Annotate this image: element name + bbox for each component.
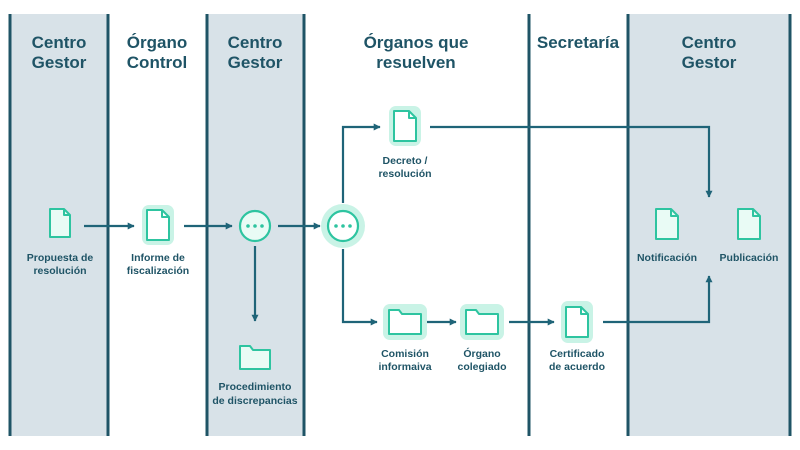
lane-6-background [628,14,790,436]
node-decision-1[interactable] [238,209,272,243]
document-icon [49,208,71,238]
arrow-certificado-to-gestor [603,275,713,324]
document-icon [393,110,417,142]
document-icon [655,208,679,240]
node-notificacion-label: Notificación [637,252,697,264]
more-dots-icon [326,209,360,243]
more-dots-icon [238,209,272,243]
document-icon [146,209,170,241]
node-publicacion[interactable]: Publicación [720,208,779,264]
folder-icon [388,309,422,335]
node-decision-2[interactable] [321,204,365,248]
folder-icon [239,345,271,370]
node-decreto[interactable]: Decreto /resolución [378,106,432,180]
node-notificacion[interactable]: Notificación [637,208,697,264]
node-publicacion-label: Publicación [720,252,779,264]
folder-icon [465,309,499,335]
node-decreto-label: Decreto /resolución [378,155,431,180]
connectors [84,123,713,326]
arrow-decreto-to-gestor [430,125,713,198]
arrow-decision-to-comision [341,249,378,326]
arrow-decision-to-decreto [341,123,381,203]
document-icon [737,208,761,240]
lane-5-title: Secretaría [537,33,620,52]
document-icon [565,306,589,338]
